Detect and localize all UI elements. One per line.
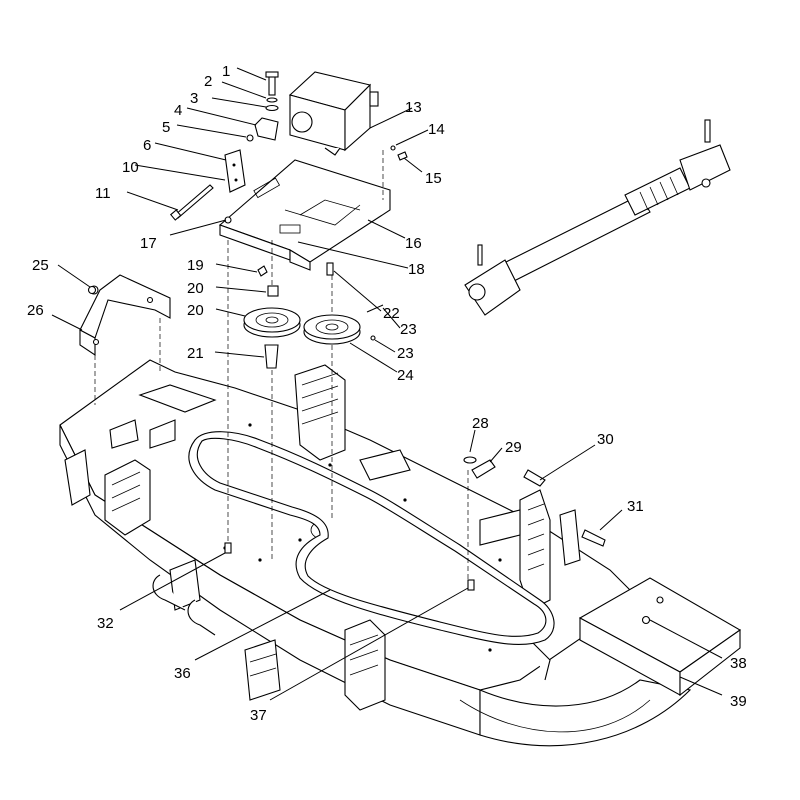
callout-25: 37 <box>250 707 267 724</box>
washer-18 <box>265 104 279 112</box>
bushing-37 <box>264 344 279 369</box>
washer-39 <box>266 97 278 103</box>
key-15 <box>366 304 384 313</box>
nut-10 <box>390 145 396 151</box>
callout-39: 2 <box>204 73 212 90</box>
callout-16: 22 <box>383 305 400 322</box>
callout-4: 5 <box>162 119 170 136</box>
clip-21 <box>523 469 546 487</box>
bolt-11 <box>397 151 408 161</box>
callout-labels: 1 2 3 4 5 6 10 11 13 14 15 16 17 18 19 2… <box>27 63 747 724</box>
callout-20: 17 <box>140 235 157 252</box>
pto-drive-shaft <box>464 119 731 316</box>
callout-3: 4 <box>174 102 182 119</box>
bolt-14 <box>224 542 232 554</box>
callout-23a: 25 <box>32 257 49 274</box>
callout-19: 29 <box>505 439 522 456</box>
idler-pulley-29 <box>243 307 301 338</box>
leader-lines <box>51 67 723 701</box>
callout-18: 3 <box>190 90 198 107</box>
callout-38: 20 <box>187 280 204 297</box>
bracket-19 <box>471 459 496 479</box>
callout-11: 15 <box>425 170 442 187</box>
callout-20b: 28 <box>472 415 489 432</box>
bolt-31 <box>257 265 268 277</box>
pin-22 <box>581 529 606 547</box>
callout-26: 36 <box>174 665 191 682</box>
bolt-23a <box>87 285 97 295</box>
callout-10: 14 <box>428 121 445 138</box>
callout-5: 1 <box>222 63 230 80</box>
callout-6: 13 <box>405 99 422 116</box>
bracket-1 <box>224 149 246 193</box>
nut-4 <box>246 134 254 142</box>
callout-29: 20 <box>187 302 204 319</box>
callout-23b: 38 <box>730 655 747 672</box>
callout-13: 16 <box>405 235 422 252</box>
callout-36: 18 <box>408 261 425 278</box>
callout-28: 26 <box>27 302 44 319</box>
bolt-32 <box>174 184 214 219</box>
bolt-25 <box>467 579 475 591</box>
callout-32: 11 <box>95 185 111 202</box>
screw-30 <box>370 335 376 341</box>
clamp-3 <box>254 117 279 141</box>
drive-pulley-17 <box>303 314 361 345</box>
mount-plate <box>218 159 391 271</box>
callout-2: 10 <box>122 159 139 176</box>
callout-1: 6 <box>143 137 151 154</box>
callout-22: 31 <box>627 498 644 515</box>
nut-20b <box>463 456 477 464</box>
callout-15: 23 <box>400 321 417 338</box>
callout-31: 19 <box>187 257 204 274</box>
callout-37: 21 <box>187 345 204 362</box>
callout-21: 30 <box>597 431 614 448</box>
key-16 <box>326 262 334 276</box>
callout-14: 32 <box>97 615 114 632</box>
callout-30: 23 <box>397 345 414 362</box>
bolt-5 <box>265 71 279 96</box>
gearbox <box>288 71 379 156</box>
callout-24: 39 <box>730 693 747 710</box>
callout-17: 24 <box>397 367 414 384</box>
spacer-38 <box>267 285 279 297</box>
